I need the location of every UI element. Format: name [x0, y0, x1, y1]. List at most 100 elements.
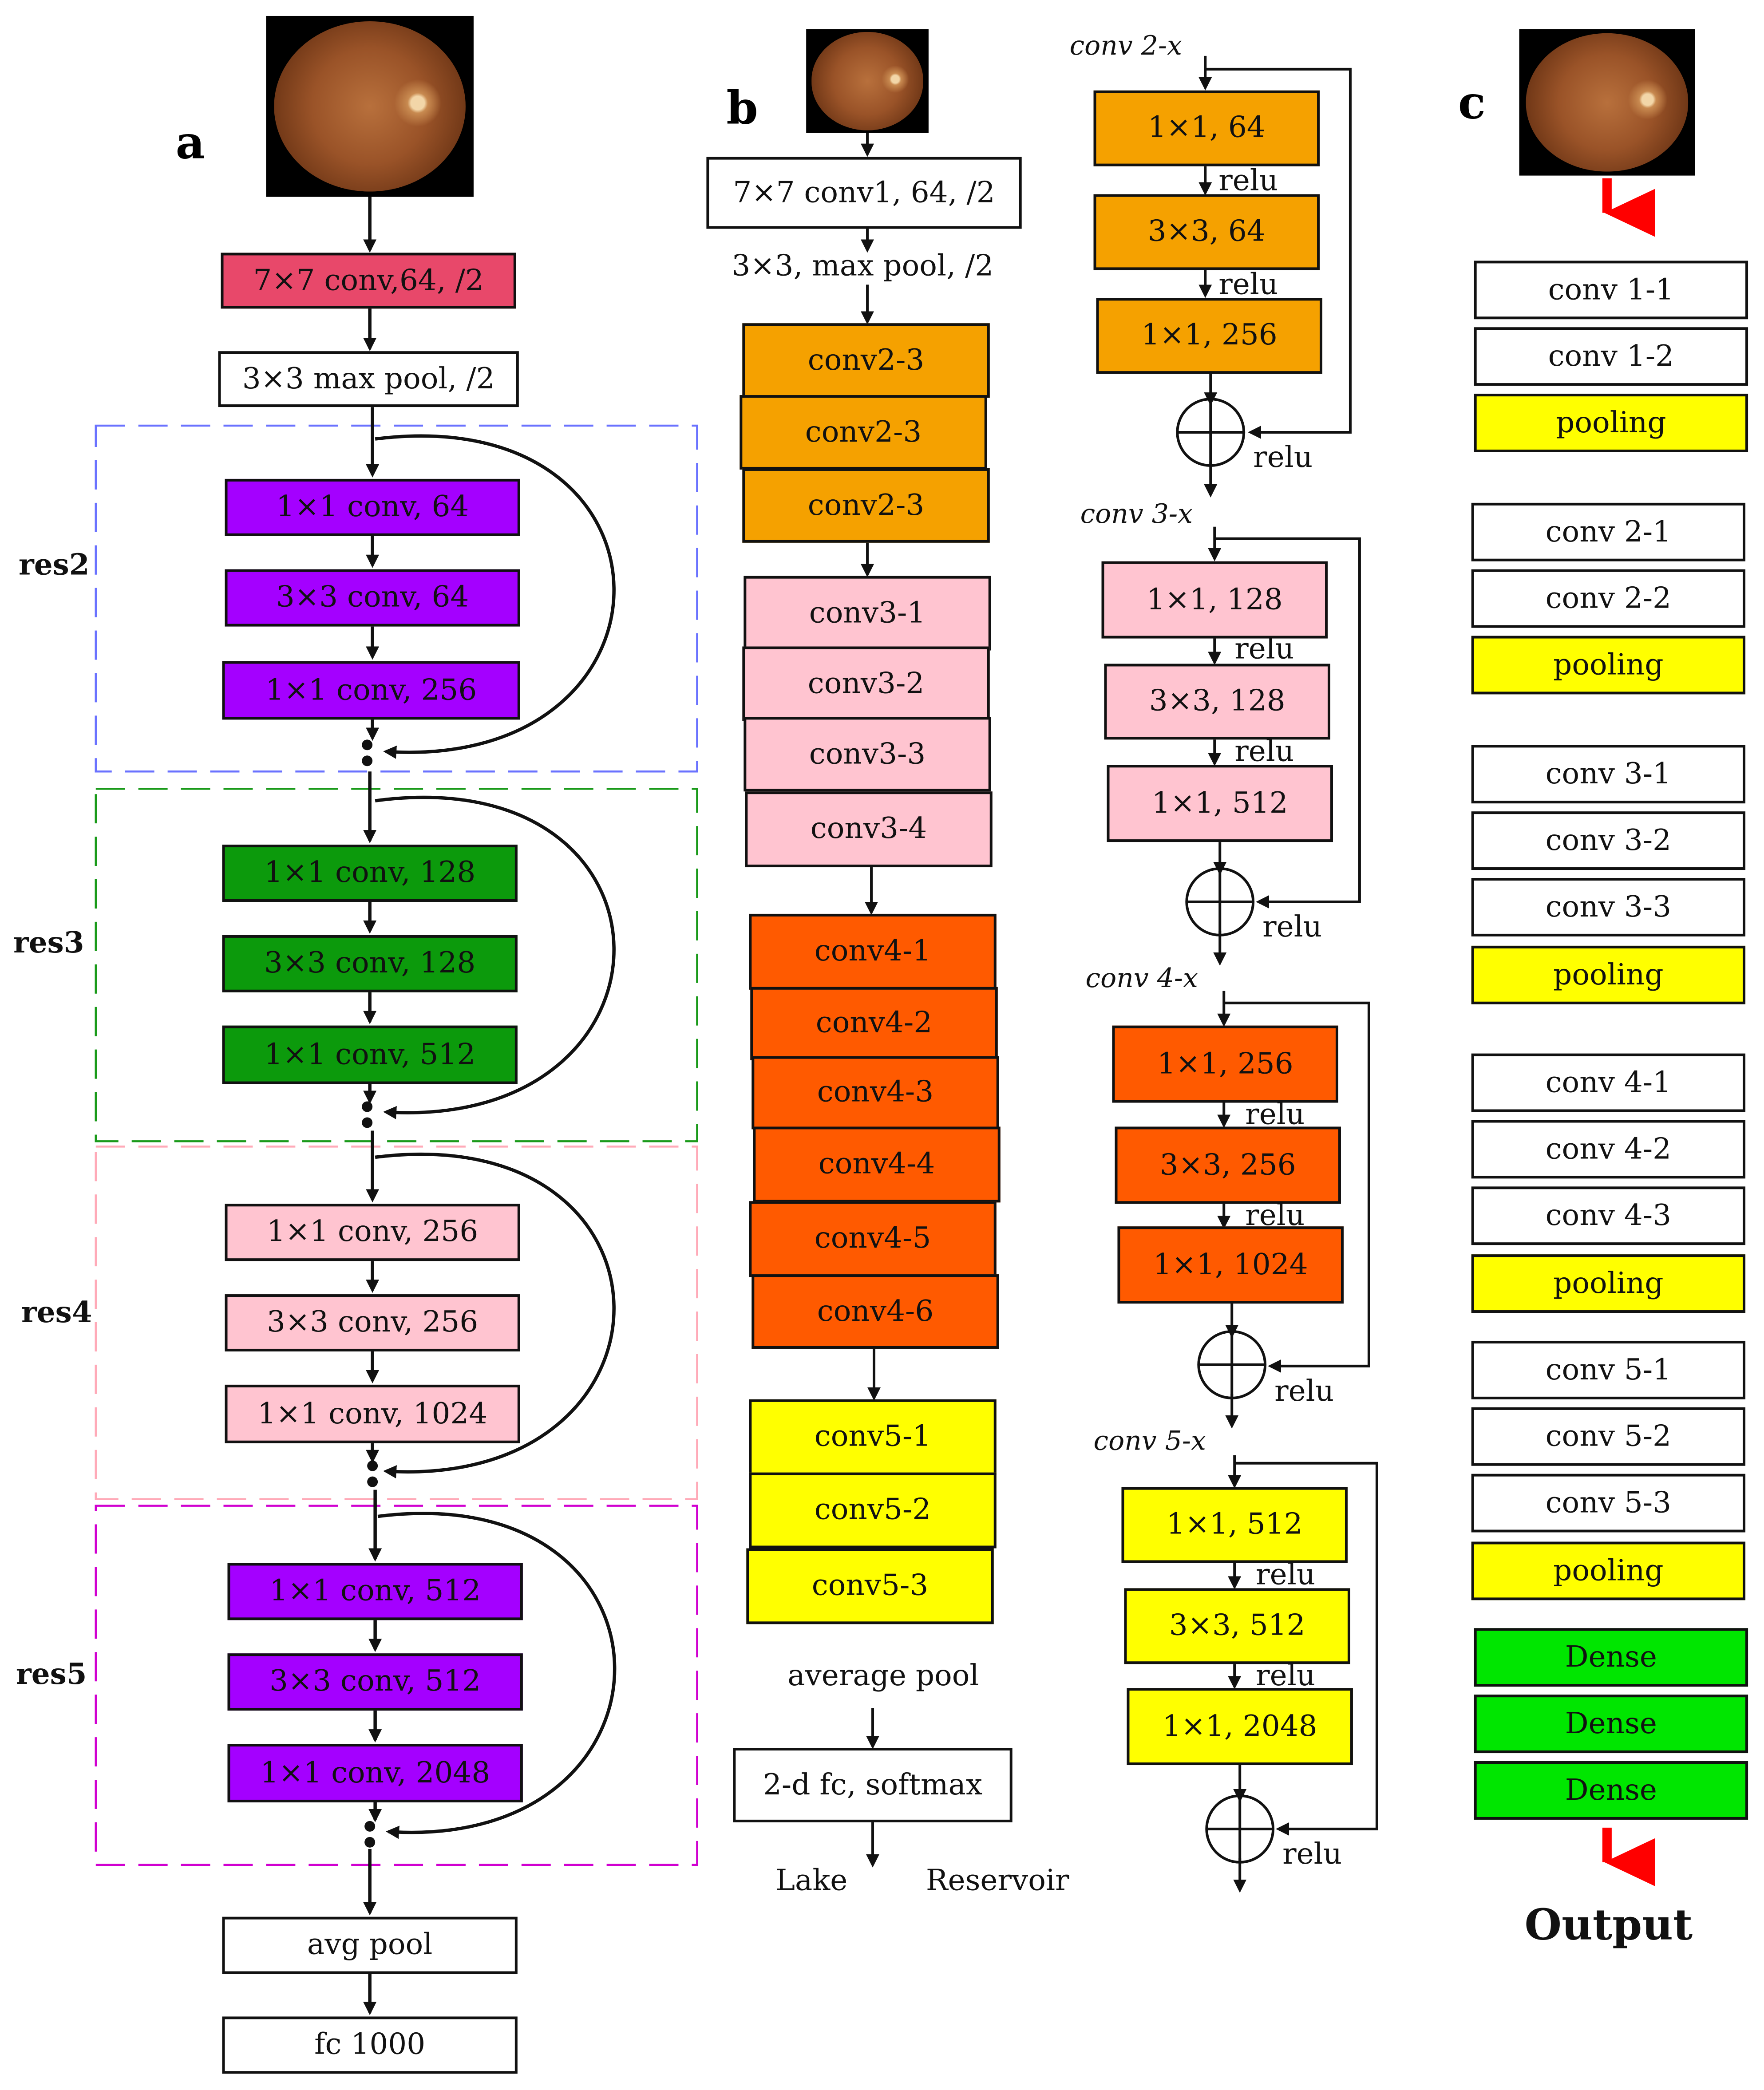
- block-conv5x-layer-2: 3×3, 512: [1124, 1588, 1350, 1664]
- a-avgpool-box: avg pool: [222, 1916, 518, 1974]
- c-conv-2-2: conv 2-2: [1471, 569, 1746, 628]
- panel-a-arrows: [363, 197, 382, 2015]
- a-maxpool-box: 3×3 max pool, /2: [218, 351, 519, 407]
- fundus-image-b: [806, 29, 929, 133]
- b-conv2-3: conv2-3: [742, 468, 990, 543]
- panel-a-label: a: [175, 117, 205, 170]
- b-conv3-1: conv3-1: [744, 576, 991, 651]
- block-conv3x-layer-3: 1×1, 512: [1107, 765, 1333, 842]
- res4-layer-1: 1×1 conv, 256: [225, 1204, 520, 1261]
- res5-layer-3: 1×1 conv, 2048: [227, 1744, 523, 1802]
- c-output-label: Output: [1524, 1899, 1693, 1950]
- block-conv4x-layer-1: 1×1, 256: [1112, 1025, 1338, 1103]
- c-dense-1: Dense: [1474, 1628, 1748, 1687]
- c-conv-5-2: conv 5-2: [1471, 1407, 1746, 1466]
- res5-region: [95, 1505, 698, 1866]
- b-conv3-3: conv3-3: [744, 717, 991, 792]
- b-conv2-1: conv2-3: [742, 323, 990, 398]
- block-conv3x-layer-2: 3×3, 128: [1104, 664, 1330, 740]
- c-conv-1-2: conv 1-2: [1474, 327, 1748, 386]
- relu-label: relu: [1234, 633, 1294, 667]
- block-conv2x-layer-2: 3×3, 64: [1093, 194, 1320, 270]
- panel-b-arrows: [861, 133, 881, 1868]
- res4-layer-3: 1×1 conv, 1024: [225, 1384, 520, 1443]
- res4-layer-2: 3×3 conv, 256: [225, 1294, 520, 1351]
- panel-a-skip-curves: [375, 434, 617, 1839]
- b-conv4-6: conv4-6: [751, 1274, 999, 1349]
- block-conv2x-layer-1: 1×1, 64: [1093, 90, 1320, 166]
- block-conv5x-title: conv 5-x: [1093, 1424, 1206, 1457]
- block-conv3x-title: conv 3-x: [1080, 497, 1193, 529]
- relu-label: relu: [1262, 911, 1322, 944]
- panel-c-label: c: [1458, 77, 1486, 130]
- block-conv4x-layer-3: 1×1, 1024: [1117, 1226, 1344, 1304]
- b-conv5-3: conv5-3: [746, 1548, 994, 1624]
- a-conv1-box: 7×7 conv,64, /2: [221, 253, 516, 309]
- c-conv-4-2: conv 4-2: [1471, 1120, 1746, 1179]
- relu-label: relu: [1253, 442, 1313, 475]
- res3-layer-3: 1×1 conv, 512: [222, 1025, 518, 1084]
- sum-nodes: [1176, 398, 1275, 1864]
- block-conv5x-layer-1: 1×1, 512: [1121, 1487, 1348, 1563]
- c-conv-2-1: conv 2-1: [1471, 502, 1746, 561]
- res3-region: [95, 787, 698, 1142]
- relu-label: relu: [1282, 1838, 1342, 1872]
- panel-b-label: b: [726, 82, 758, 136]
- c-pooling-2: pooling: [1471, 636, 1746, 695]
- res5-layer-2: 3×3 conv, 512: [227, 1653, 523, 1711]
- c-conv-3-1: conv 3-1: [1471, 745, 1746, 804]
- c-conv-4-1: conv 4-1: [1471, 1053, 1746, 1112]
- res4-region: [95, 1146, 698, 1500]
- res2-layer-3: 1×1 conv, 256: [222, 661, 520, 720]
- b-conv4-4: conv4-4: [753, 1126, 1001, 1203]
- relu-label: relu: [1274, 1375, 1334, 1409]
- b-conv4-3: conv4-3: [751, 1056, 999, 1130]
- c-pooling-3: pooling: [1471, 945, 1746, 1004]
- b-output-reservoir: Reservoir: [926, 1865, 1069, 1898]
- c-conv-5-3: conv 5-3: [1471, 1474, 1746, 1533]
- res5-layer-1: 1×1 conv, 512: [227, 1563, 523, 1620]
- b-conv3-4: conv3-4: [745, 791, 993, 868]
- res5-label: res5: [16, 1657, 87, 1692]
- relu-label: relu: [1234, 735, 1294, 769]
- relu-label: relu: [1256, 1559, 1316, 1592]
- block-conv4x-title: conv 4-x: [1085, 961, 1198, 994]
- res2-layer-1: 1×1 conv, 64: [225, 478, 520, 536]
- fundus-image-a: [266, 16, 474, 197]
- c-pooling-1: pooling: [1474, 394, 1748, 452]
- b-conv4-2: conv4-2: [750, 987, 998, 1060]
- b-output-lake: Lake: [775, 1865, 848, 1898]
- res4-label: res4: [21, 1296, 92, 1330]
- relu-label: relu: [1256, 1660, 1316, 1694]
- res3-layer-2: 3×3 conv, 128: [222, 935, 518, 992]
- b-conv3-2: conv3-2: [742, 646, 990, 721]
- b-conv5-2: conv5-2: [749, 1472, 997, 1549]
- c-pooling-5: pooling: [1471, 1541, 1746, 1600]
- b-fc-box: 2-d fc, softmax: [733, 1748, 1013, 1822]
- c-conv-3-2: conv 3-2: [1471, 811, 1746, 870]
- b-conv1-box: 7×7 conv1, 64, /2: [706, 157, 1022, 229]
- res2-region: [95, 424, 698, 773]
- res3-label: res3: [13, 925, 84, 960]
- res3-layer-1: 1×1 conv, 128: [222, 845, 518, 902]
- fundus-image-c: [1519, 29, 1695, 176]
- c-conv-3-3: conv 3-3: [1471, 878, 1746, 936]
- b-conv2-2: conv2-3: [740, 395, 987, 470]
- res2-layer-2: 3×3 conv, 64: [225, 569, 520, 627]
- c-pooling-4: pooling: [1471, 1254, 1746, 1313]
- relu-label: relu: [1218, 269, 1278, 302]
- panel-a-merge-dots: [362, 739, 378, 1848]
- block-conv3x-layer-1: 1×1, 128: [1101, 561, 1328, 639]
- b-avgpool-label: average pool: [787, 1660, 979, 1694]
- relu-label: relu: [1245, 1098, 1305, 1132]
- c-conv-1-1: conv 1-1: [1474, 261, 1748, 320]
- c-conv-4-3: conv 4-3: [1471, 1186, 1746, 1245]
- block-conv5x-layer-3: 1×1, 2048: [1127, 1688, 1353, 1766]
- b-conv5-1: conv5-1: [749, 1399, 997, 1475]
- c-dense-2: Dense: [1474, 1695, 1748, 1754]
- a-fc-box: fc 1000: [222, 2016, 518, 2074]
- b-conv4-1: conv4-1: [749, 913, 997, 990]
- c-dense-3: Dense: [1474, 1761, 1748, 1820]
